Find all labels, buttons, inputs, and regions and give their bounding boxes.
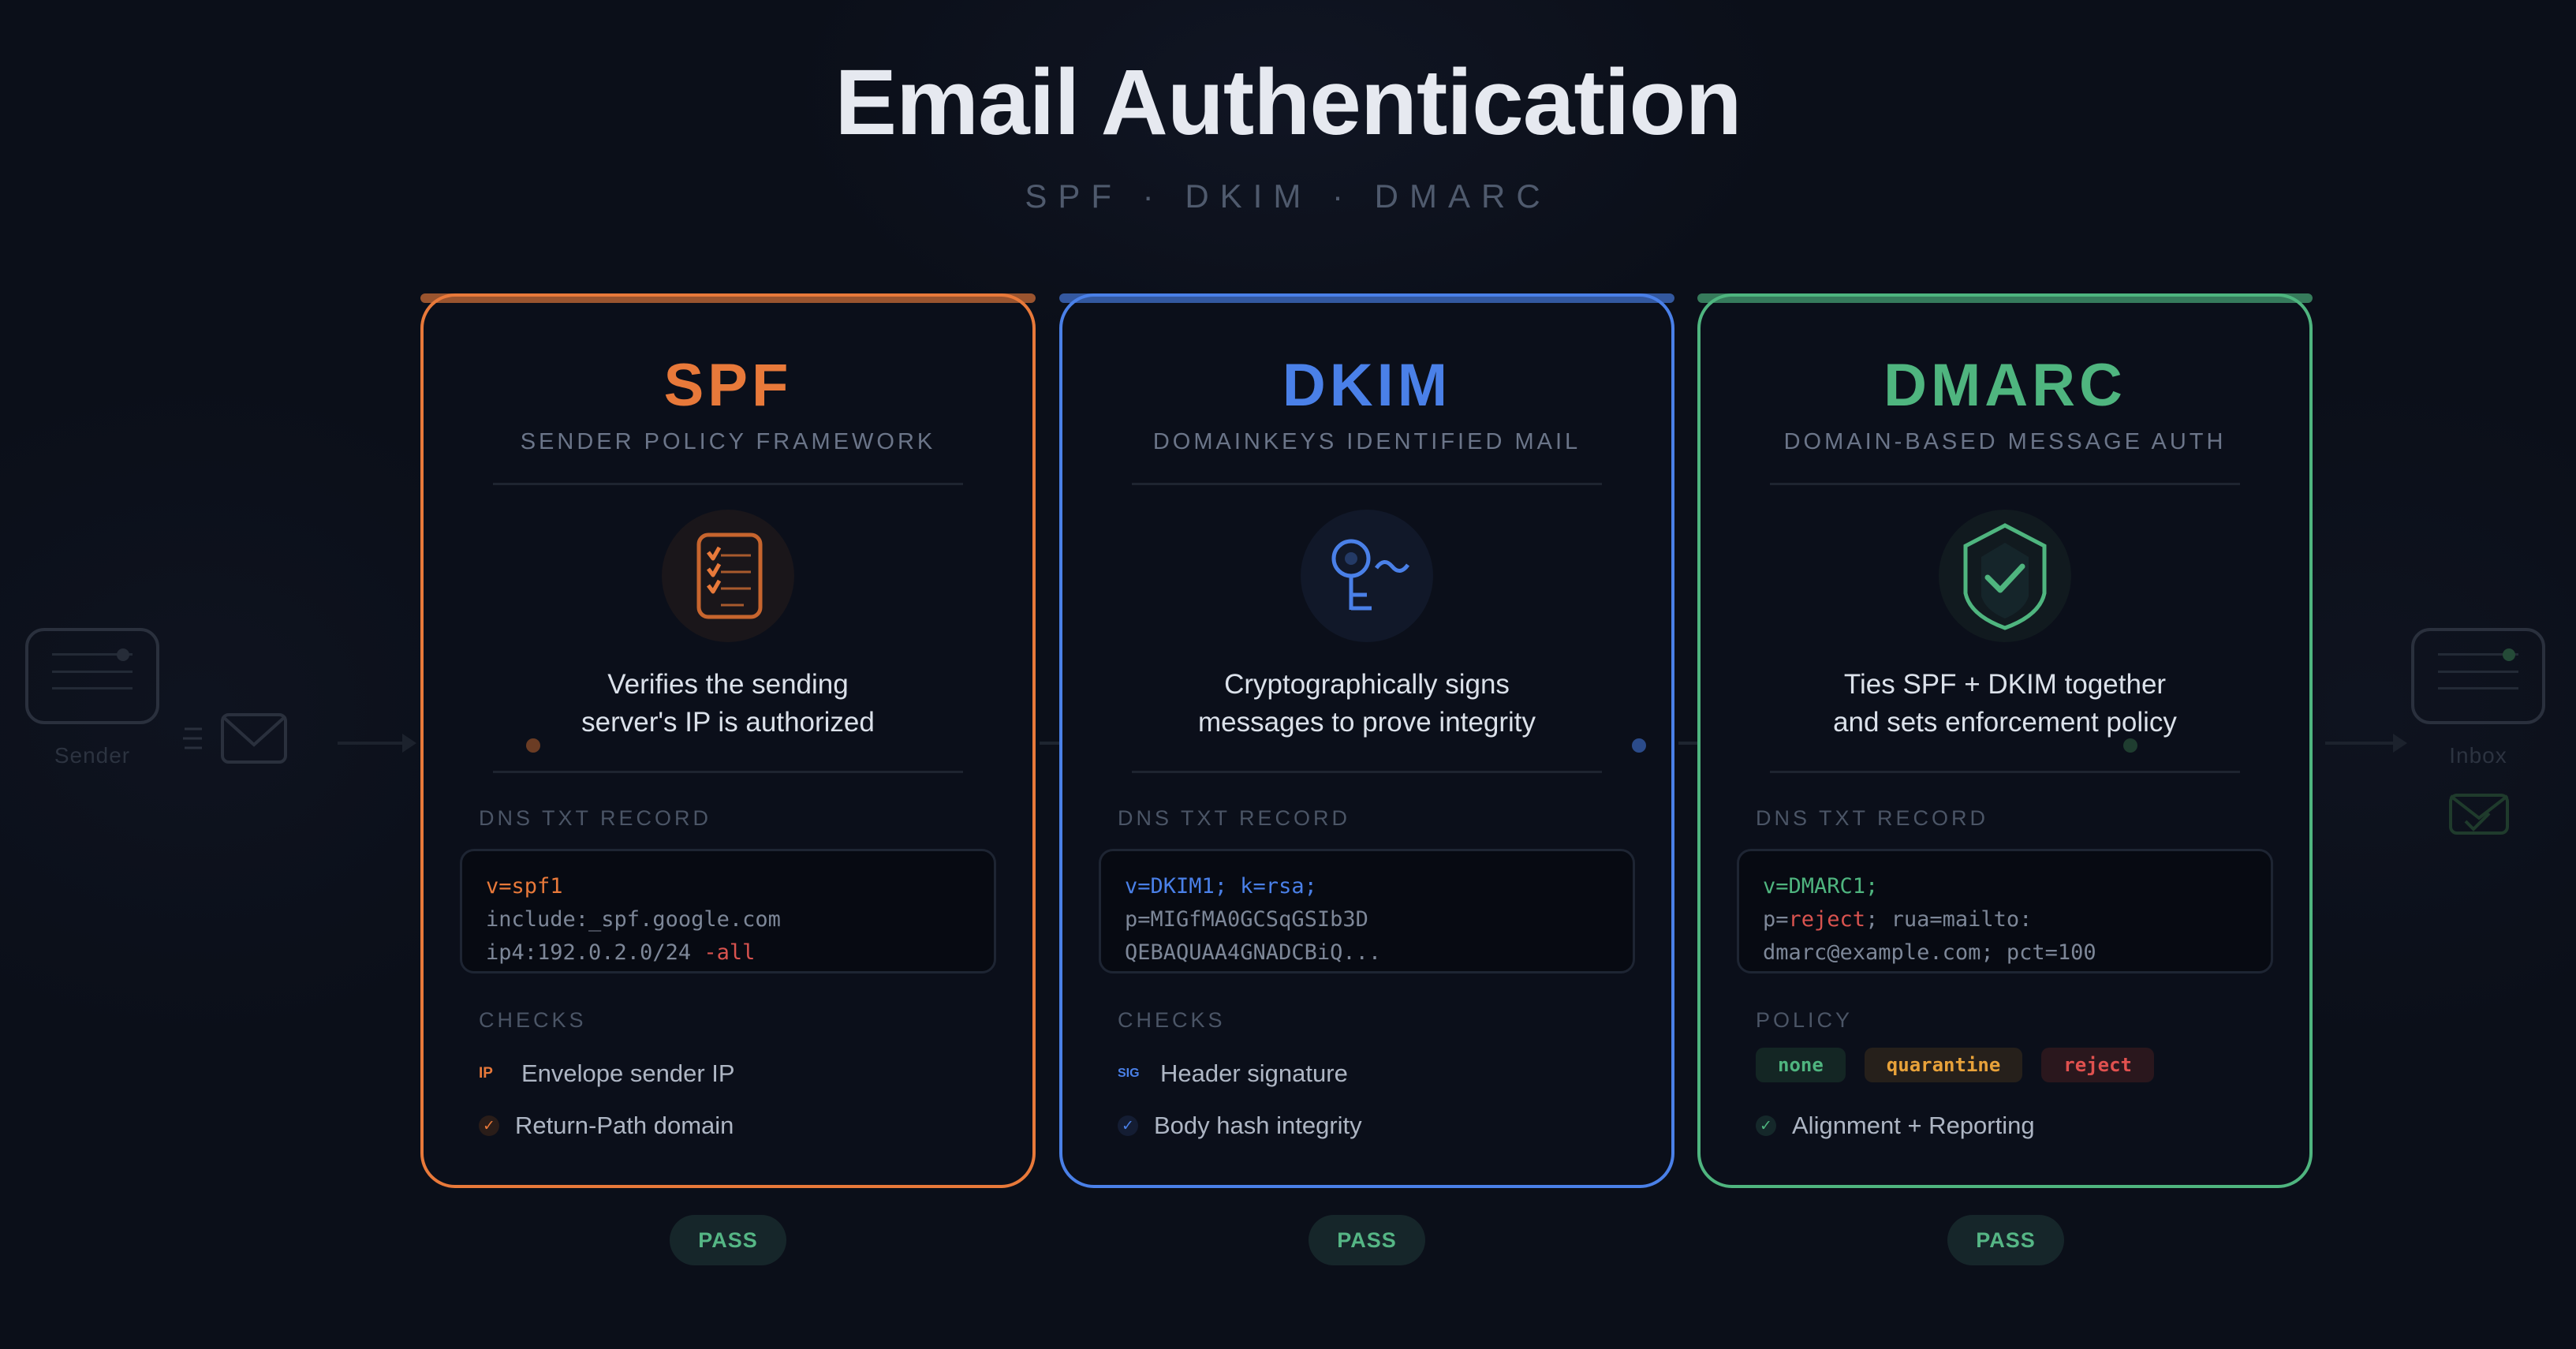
divider xyxy=(1132,483,1602,485)
policy-none[interactable]: none xyxy=(1756,1048,1846,1082)
check-item: ✓ Return-Path domain xyxy=(479,1100,735,1152)
check-label: Header signature xyxy=(1160,1059,1348,1087)
description-line: server's IP is authorized xyxy=(581,707,875,738)
card-spf: SPF SENDER POLICY FRAMEWORK Verifies the… xyxy=(420,293,1036,1188)
card-subtitle: DOMAIN-BASED MESSAGE AUTH xyxy=(1783,429,2227,454)
sender-label: Sender xyxy=(54,743,131,768)
delivered-mail-icon xyxy=(2449,794,2509,835)
dkim-pass-badge: PASS xyxy=(1309,1215,1425,1265)
record-line: p= xyxy=(1763,907,1789,932)
check-label: Envelope sender IP xyxy=(521,1059,735,1087)
page-title: Email Authentication xyxy=(834,50,1742,155)
check-item: SIG Header signature xyxy=(1118,1048,1362,1100)
dkim-accent-bar xyxy=(1059,293,1674,303)
record-line: ip4:192.0.2.0/24 xyxy=(486,940,704,965)
key-signature-icon xyxy=(1301,510,1433,642)
card-description: Cryptographically signs messages to prov… xyxy=(1062,666,1671,742)
card-description: Verifies the sending server's IP is auth… xyxy=(424,666,1032,742)
divider xyxy=(1770,771,2240,773)
record-line: QEBAQUAA4GNADCBiQ... xyxy=(1125,940,1382,965)
check-label: Return-Path domain xyxy=(515,1112,734,1139)
checks-label: CHECKS xyxy=(479,1008,587,1032)
connector-dkim-dmarc xyxy=(1678,742,1699,745)
policy-label: POLICY xyxy=(1756,1008,1854,1032)
description-line: Cryptographically signs xyxy=(1224,669,1510,700)
record-line: v=DMARC1; xyxy=(1763,874,1879,899)
policy-options: none quarantine reject xyxy=(1756,1048,2154,1082)
record-all-qualifier: -all xyxy=(704,940,756,965)
sender-node: Sender xyxy=(25,628,159,768)
dmarc-pass-badge: PASS xyxy=(1947,1215,2064,1265)
checks-list: SIG Header signature ✓ Body hash integri… xyxy=(1118,1048,1362,1152)
signature-badge-icon: SIG xyxy=(1118,1067,1140,1080)
record-line: v=spf1 xyxy=(486,874,563,899)
card-description: Ties SPF + DKIM together and sets enforc… xyxy=(1701,666,2309,742)
flow-dot xyxy=(2123,738,2137,753)
outgoing-mail-icon xyxy=(183,713,287,764)
record-line: ; rua=mailto: xyxy=(1865,907,2033,932)
description-line: and sets enforcement policy xyxy=(1833,707,2177,738)
checkmark-icon: ✓ xyxy=(1118,1115,1138,1136)
record-line: v=DKIM1; k=rsa; xyxy=(1125,874,1317,899)
check-label: Body hash integrity xyxy=(1154,1112,1362,1139)
checkmark-icon: ✓ xyxy=(1756,1115,1776,1136)
sender-window-icon xyxy=(25,628,159,724)
record-label: DNS TXT RECORD xyxy=(479,806,712,830)
card-subtitle: DOMAINKEYS IDENTIFIED MAIL xyxy=(1152,429,1581,454)
card-title: DMARC xyxy=(1883,352,2126,419)
checks-label: CHECKS xyxy=(1118,1008,1226,1032)
divider xyxy=(1770,483,2240,485)
flow-dot xyxy=(526,738,540,753)
card-dkim: DKIM DOMAINKEYS IDENTIFIED MAIL Cryptogr… xyxy=(1059,293,1674,1188)
spf-pass-badge: PASS xyxy=(670,1215,786,1265)
checks-list: ✓ Alignment + Reporting xyxy=(1756,1100,2035,1152)
record-label: DNS TXT RECORD xyxy=(1118,806,1351,830)
checkmark-icon: ✓ xyxy=(479,1115,499,1136)
divider xyxy=(493,771,963,773)
description-line: Ties SPF + DKIM together xyxy=(1843,669,2167,700)
dns-record: v=DKIM1; k=rsa; p=MIGfMA0GCSqGSIb3D QEBA… xyxy=(1099,849,1635,973)
record-line: p=MIGfMA0GCSqGSIb3D xyxy=(1125,907,1368,932)
checks-list: IP Envelope sender IP ✓ Return-Path doma… xyxy=(479,1048,735,1152)
record-line: dmarc@example.com; pct=100 xyxy=(1763,940,2096,965)
card-title: DKIM xyxy=(1282,352,1452,419)
card-subtitle: SENDER POLICY FRAMEWORK xyxy=(520,429,936,454)
check-item: IP Envelope sender IP xyxy=(479,1048,735,1100)
spf-accent-bar xyxy=(420,293,1036,303)
card-dmarc: DMARC DOMAIN-BASED MESSAGE AUTH Ties SPF… xyxy=(1697,293,2313,1188)
page-subtitle: SPF · DKIM · DMARC xyxy=(1025,178,1551,215)
inbox-node: Inbox xyxy=(2411,628,2545,768)
flow-arrow-to-inbox xyxy=(2325,734,2407,753)
policy-quarantine[interactable]: quarantine xyxy=(1864,1048,2023,1082)
description-line: Verifies the sending xyxy=(607,669,849,700)
flow-arrow-to-spf xyxy=(338,734,416,753)
dns-record: v=spf1 include:_spf.google.com ip4:192.0… xyxy=(460,849,996,973)
check-item: ✓ Body hash integrity xyxy=(1118,1100,1362,1152)
ip-badge-icon: IP xyxy=(479,1065,493,1082)
card-title: SPF xyxy=(663,352,793,419)
check-label: Alignment + Reporting xyxy=(1792,1112,2035,1139)
record-line: include:_spf.google.com xyxy=(486,907,781,932)
check-item: ✓ Alignment + Reporting xyxy=(1756,1100,2035,1152)
header: Email Authentication SPF · DKIM · DMARC xyxy=(0,47,2576,216)
description-line: messages to prove integrity xyxy=(1198,707,1536,738)
inbox-window-icon xyxy=(2411,628,2545,724)
divider xyxy=(1132,771,1602,773)
flow-dot xyxy=(1632,738,1646,753)
record-policy-value: reject xyxy=(1788,907,1866,932)
connector-spf-dkim xyxy=(1040,742,1060,745)
inbox-label: Inbox xyxy=(2449,743,2507,768)
record-label: DNS TXT RECORD xyxy=(1756,806,1989,830)
policy-reject[interactable]: reject xyxy=(2041,1048,2154,1082)
shield-check-icon xyxy=(1939,510,2071,642)
dns-record: v=DMARC1; p=reject; rua=mailto: dmarc@ex… xyxy=(1737,849,2273,973)
dmarc-accent-bar xyxy=(1697,293,2313,303)
divider xyxy=(493,483,963,485)
checklist-icon xyxy=(662,510,794,642)
